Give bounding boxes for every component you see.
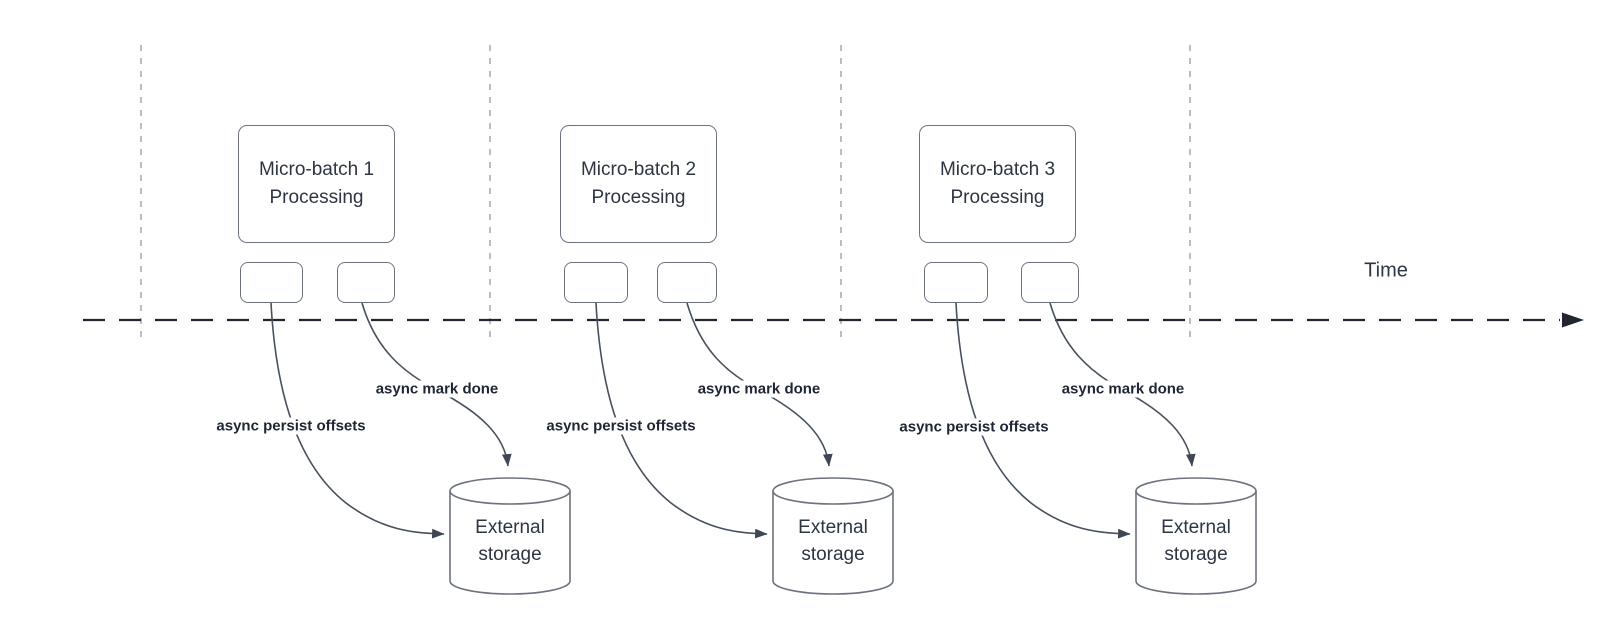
persist-offsets-label-2: async persist offsets: [543, 417, 699, 435]
micro-batch-3-box: Micro-batch 3 Processing: [919, 125, 1076, 243]
storage-cylinder-1: [449, 477, 571, 595]
storage-cylinder-2: [772, 477, 894, 595]
micro-batch-2-box: Micro-batch 2 Processing: [560, 125, 717, 243]
persist-offsets-label-1: async persist offsets: [213, 417, 369, 435]
mark-done-label-1: async mark done: [372, 380, 502, 398]
persist-offsets-label-3: async persist offsets: [896, 418, 1052, 436]
time-axis-label: Time: [1364, 259, 1408, 282]
persist-offsets-arrow-3: [955, 302, 1131, 539]
mark-done-task-rect-3: [1021, 262, 1079, 303]
external-storage-label-1: External storage: [475, 517, 545, 565]
offset-task-rect-2: [564, 262, 628, 303]
mark-done-task-rect-2: [657, 262, 717, 303]
time-axis-arrowhead-icon: [1562, 312, 1584, 328]
mark-done-label-2: async mark done: [694, 380, 824, 398]
mark-done-label-3: async mark done: [1058, 380, 1188, 398]
offset-task-rect-1: [240, 262, 303, 303]
external-storage-label-3: External storage: [1161, 517, 1231, 565]
storage-cylinder-3: [1135, 477, 1257, 595]
persist-offsets-arrow-2: [595, 302, 768, 539]
external-storage-label-2: External storage: [798, 517, 868, 565]
micro-batch-1-box: Micro-batch 1 Processing: [238, 125, 395, 243]
offset-task-rect-3: [924, 262, 988, 303]
mark-done-task-rect-1: [337, 262, 395, 303]
persist-offsets-arrow-1: [270, 302, 445, 539]
